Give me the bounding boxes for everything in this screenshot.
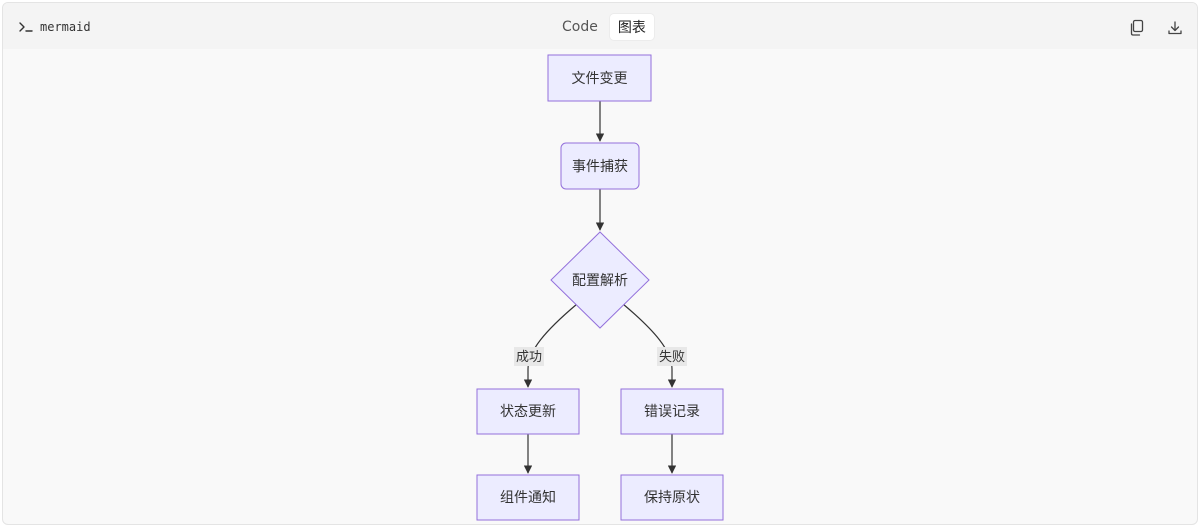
node-state-update-label: 状态更新	[500, 404, 556, 420]
code-block-toolbar: mermaid Code 图表	[3, 3, 1197, 49]
edges	[523, 101, 677, 474]
edge-label-success: 成功	[514, 347, 544, 366]
edge-c-d	[523, 303, 578, 388]
node-error-log: 错误记录	[620, 388, 724, 435]
download-button[interactable]	[1163, 17, 1187, 39]
node-keep-original: 保持原状	[620, 474, 724, 521]
edge-c-e	[622, 303, 677, 388]
node-component-notify-label: 组件通知	[500, 489, 556, 506]
node-file-change-label: 文件变更	[572, 71, 628, 87]
node-file-change: 文件变更	[547, 54, 652, 102]
diagram-canvas: 成功 失败 文件变更 事件捕获 配置解析 状态更新	[3, 49, 1197, 524]
edge-label-failure-text: 失败	[659, 350, 685, 365]
language-indicator: mermaid	[18, 18, 91, 36]
node-state-update: 状态更新	[476, 388, 580, 435]
edge-label-success-text: 成功	[516, 350, 542, 365]
node-component-notify: 组件通知	[476, 474, 580, 521]
node-error-log-label: 错误记录	[644, 404, 700, 420]
toolbar-actions	[1125, 17, 1187, 39]
node-event-capture: 事件捕获	[560, 142, 640, 190]
flowchart: 成功 失败 文件变更 事件捕获 配置解析 状态更新	[476, 54, 724, 521]
copy-button[interactable]	[1125, 17, 1149, 39]
edge-label-failure: 失败	[657, 347, 687, 366]
node-keep-original-label: 保持原状	[644, 490, 700, 506]
terminal-prompt-icon	[19, 22, 33, 32]
tab-diagram[interactable]: 图表	[609, 14, 654, 40]
tab-code[interactable]: Code	[562, 19, 598, 35]
node-event-capture-label: 事件捕获	[572, 159, 628, 175]
view-tabs: Code 图表	[554, 13, 654, 41]
download-icon	[1168, 21, 1182, 35]
node-config-parse-label: 配置解析	[572, 273, 628, 289]
language-label: mermaid	[40, 20, 91, 34]
copy-icon	[1130, 19, 1144, 36]
node-config-parse: 配置解析	[550, 231, 650, 329]
